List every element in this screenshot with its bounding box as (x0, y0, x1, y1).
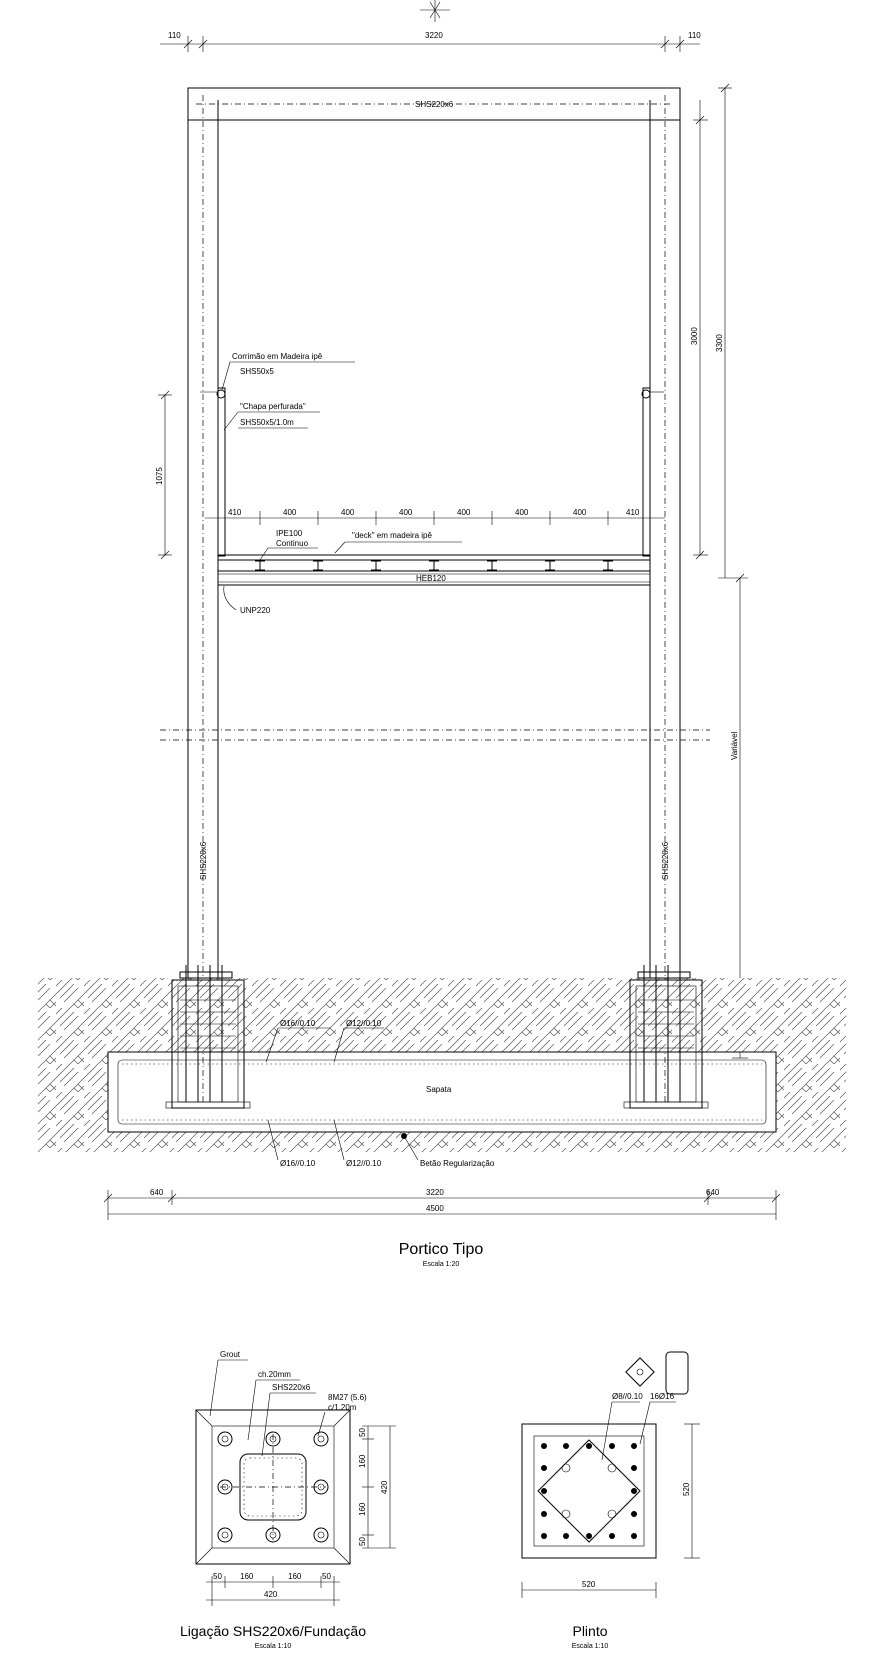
bottom-dim-right: 640 (706, 1188, 720, 1197)
unp-label: UNP220 (240, 606, 271, 615)
bottom-dimension-lines: 640 3220 640 4500 (103, 1188, 781, 1220)
bolts-length-label: c/1.20m (328, 1403, 357, 1412)
portico-elevation: 110 3220 110 SHS220x6 SHS220x6 SHS220x6 (38, 31, 846, 1268)
top-dimension-line: 110 3220 110 (160, 31, 701, 52)
top-dim-right: 110 (688, 31, 701, 40)
left-column: SHS220x6 (187, 88, 219, 1105)
anchor-bolts (217, 1431, 329, 1543)
bottom-dim-1: 160 (240, 1572, 254, 1581)
spacing-dim-2: 400 (341, 508, 355, 517)
spacing-dim-1: 400 (283, 508, 297, 517)
right-dim-3300: 3300 (715, 334, 724, 352)
top-beam: SHS220x6 (187, 87, 681, 121)
section-label: SHS220x6 (272, 1383, 311, 1392)
ipe-label: IPE100 (276, 529, 303, 538)
deck-label: "deck" em madeira ipê (352, 531, 432, 540)
handrail-label: Corrimão em Madeira ipê (232, 352, 323, 361)
rebar-bot-a-label: Ø16//0.10 (280, 1159, 316, 1168)
bottom-dim-left: 640 (150, 1188, 164, 1197)
spacing-dim-0: 410 (228, 508, 242, 517)
right-column-label: SHS220x6 (661, 841, 670, 880)
right-dim-3: 50 (358, 1537, 367, 1546)
spacing-dim-5: 400 (515, 508, 529, 517)
plate-label: "Chapa perfurada" (240, 402, 306, 411)
footing-reinforcement: Sapata Ø16//0.10 Ø12//0.10 Ø16//0.10 Ø12… (117, 1019, 767, 1168)
right-column: SHS220x6 (649, 88, 681, 1105)
handrail-annotations: Corrimão em Madeira ipê SHS50x5 "Chapa p… (221, 352, 355, 431)
shs50-post-label: SHS50x5/1.0m (240, 418, 294, 427)
left-dimension-line: 1075 (155, 390, 172, 560)
north-arrow-icon (420, 0, 450, 22)
plinth-bars (541, 1443, 637, 1539)
ligacao-detail: Grout ch.20mm SHS220x6 8M27 (5.6) c/1.20… (180, 1350, 396, 1650)
stirrups-label: Ø8//0.10 (612, 1392, 643, 1401)
joist-spacing-dimension: 410 400 400 400 400 400 400 410 (205, 508, 665, 525)
handrail-left (200, 387, 226, 557)
plate-thickness-label: ch.20mm (258, 1370, 291, 1379)
bars-label: 16Ø16 (650, 1392, 675, 1401)
top-beam-label: SHS220x6 (415, 100, 454, 109)
heb-label: HEB120 (416, 574, 446, 583)
ligacao-title: Ligação SHS220x6/Fundação (180, 1623, 366, 1639)
right-dim-2: 160 (358, 1502, 367, 1516)
right-dim-3000: 3000 (690, 327, 699, 345)
shs50-label: SHS50x5 (240, 367, 274, 376)
break-line (160, 729, 710, 741)
grout-label: Grout (220, 1350, 241, 1359)
bottom-dim-2: 160 (288, 1572, 302, 1581)
portico-scale: Escala 1:20 (423, 1261, 460, 1268)
plinto-detail: Ø8//0.10 16Ø16 520 520 Plinto Escala 1:1… (521, 1351, 700, 1650)
betao-label: Betão Regularização (420, 1159, 495, 1168)
spacing-dim-7: 410 (626, 508, 640, 517)
left-column-label: SHS220x6 (199, 841, 208, 880)
right-dimension-lines: 3000 3300 Variável 500 (690, 83, 748, 1059)
plinto-scale: Escala 1:10 (572, 1643, 609, 1650)
top-dim-middle: 3220 (425, 31, 443, 40)
bottom-dim-middle: 3220 (426, 1188, 444, 1197)
stirrup-rect-icon (665, 1351, 689, 1395)
left-dim-1075: 1075 (155, 467, 164, 485)
right-plinth (623, 965, 709, 1109)
stirrup-shape-icon (625, 1357, 655, 1387)
right-dim-total: 420 (380, 1480, 389, 1494)
rebar-top-a-label: Ø16//0.10 (280, 1019, 316, 1028)
ipe-joists (255, 560, 613, 571)
handrail-right (641, 387, 664, 557)
bottom-dim-total: 4500 (426, 1204, 444, 1213)
plinto-title: Plinto (572, 1623, 607, 1639)
top-dim-left: 110 (168, 31, 181, 40)
deck-assembly: HEB120 IPE100 Continuo "deck" em madeira… (217, 529, 651, 615)
plinto-bottom-dim: 520 (582, 1580, 596, 1589)
bottom-dim-3: 50 (322, 1572, 331, 1581)
rebar-bot-b-label: Ø12//0.10 (346, 1159, 382, 1168)
ground-soil (38, 978, 846, 1152)
plinto-right-dim: 520 (682, 1482, 691, 1496)
right-dim-variavel: Variável (730, 731, 739, 760)
spacing-dim-3: 400 (399, 508, 413, 517)
bolts-label: 8M27 (5.6) (328, 1393, 367, 1402)
rebar-top-b-label: Ø12//0.10 (346, 1019, 382, 1028)
spacing-dim-6: 400 (573, 508, 587, 517)
bottom-dim-total: 420 (264, 1590, 278, 1599)
bottom-dim-0: 50 (213, 1572, 222, 1581)
spacing-dim-4: 400 (457, 508, 471, 517)
ligacao-scale: Escala 1:10 (255, 1643, 292, 1650)
left-plinth (165, 965, 251, 1109)
sapata-label: Sapata (426, 1085, 452, 1094)
right-dim-1: 160 (358, 1454, 367, 1468)
portico-title: Portico Tipo (399, 1241, 484, 1258)
ipe-cont-label: Continuo (276, 539, 309, 548)
right-dim-0: 50 (358, 1428, 367, 1437)
